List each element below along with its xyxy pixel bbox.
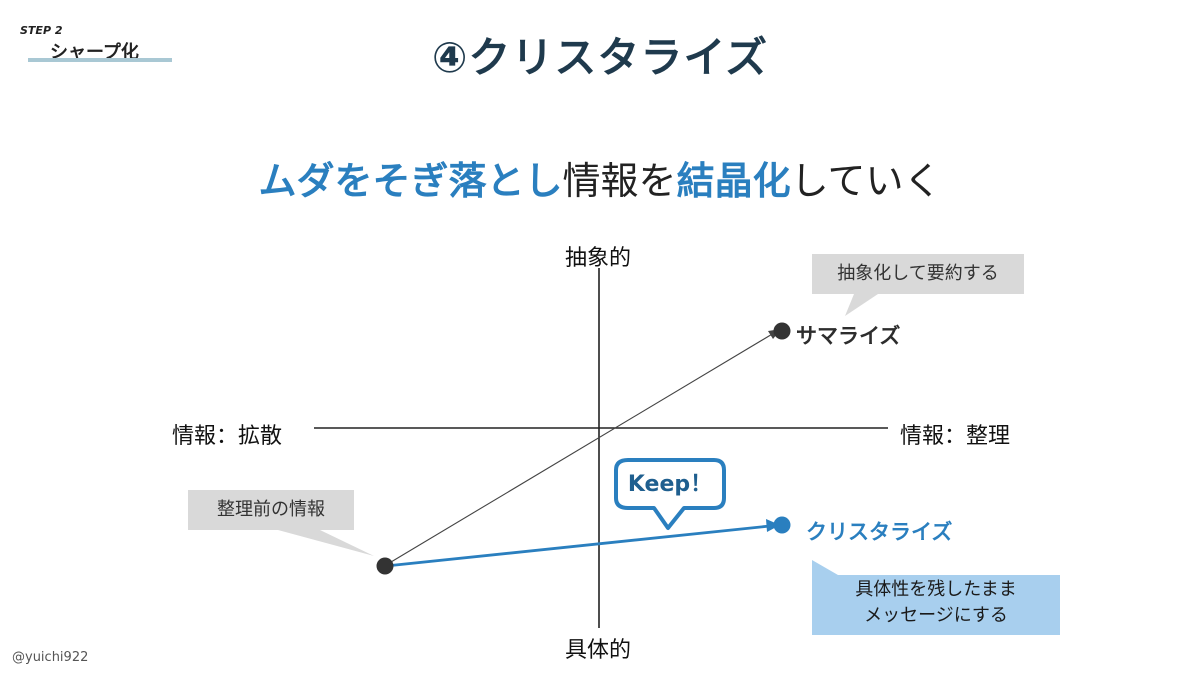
headline-text-2: していく bbox=[790, 159, 942, 203]
point-label-crystallize: クリスタライズ bbox=[806, 520, 953, 544]
step-number: STEP 2 bbox=[20, 24, 63, 37]
headline-emphasis-2: 結晶化 bbox=[676, 159, 791, 203]
keep-bubble bbox=[614, 458, 726, 530]
step-name: シャープ化 bbox=[50, 42, 139, 63]
arrow-head-crystallize bbox=[766, 519, 780, 532]
keep-label: Keep！ bbox=[627, 472, 713, 497]
callout-summarize-bubble bbox=[812, 254, 1024, 316]
headline-text-1: 情報を bbox=[562, 159, 677, 203]
callout-crystallize-text: 具体性を残したまま メッセージにする bbox=[812, 575, 1060, 635]
author-credit: @yuichi922 bbox=[12, 650, 89, 665]
axis-label-abstract: 抽象的 bbox=[565, 246, 632, 271]
headline: ムダをそぎ落とし情報を結晶化していく bbox=[0, 150, 1200, 205]
callout-crystallize-line-2: メッセージにする bbox=[864, 605, 1008, 626]
axis-label-diffuse: 情報：拡散 bbox=[172, 424, 283, 449]
point-summarize bbox=[773, 322, 791, 340]
step-underline bbox=[28, 58, 172, 62]
arrow-to-crystallize bbox=[385, 524, 771, 568]
point-label-summarize: サマライズ bbox=[796, 324, 901, 348]
arrow-to-summarize bbox=[385, 332, 775, 566]
axis-label-organized: 情報：整理 bbox=[900, 424, 1011, 449]
callout-before-bubble bbox=[188, 490, 374, 556]
callout-before-text: 整理前の情報 bbox=[217, 499, 325, 520]
page-title: ④クリスタライズ bbox=[431, 33, 769, 82]
callout-crystallize-bubble bbox=[812, 560, 1060, 635]
callout-summarize-text: 抽象化して要約する bbox=[837, 263, 999, 284]
point-crystallize bbox=[773, 516, 791, 534]
headline-emphasis-1: ムダをそぎ落とし bbox=[258, 159, 563, 203]
point-before bbox=[376, 557, 394, 575]
axis-label-concrete: 具体的 bbox=[565, 638, 632, 663]
callout-crystallize-line-1: 具体性を残したまま bbox=[855, 579, 1017, 600]
